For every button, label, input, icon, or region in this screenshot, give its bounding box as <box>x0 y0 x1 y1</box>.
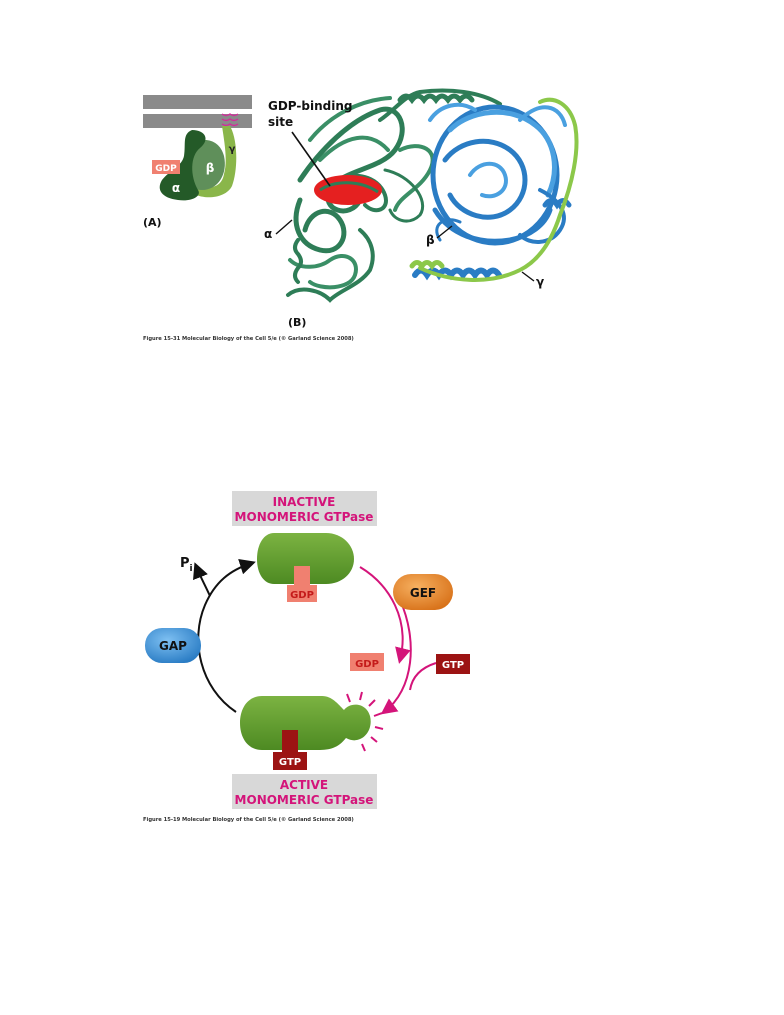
protein-structure: GDP-binding site α β γ (B) <box>264 91 577 330</box>
figure-2-caption: Figure 15-19 Molecular Biology of the Ce… <box>143 817 354 823</box>
released-gdp-label: GDP <box>355 659 379 670</box>
schematic-gdp-label: GDP <box>155 164 177 174</box>
figure-15-31: GDP α β γ (A) <box>143 91 577 343</box>
gamma-leader-line <box>522 272 534 281</box>
gdp-release-arrow <box>360 567 403 660</box>
active-gtpase-shape <box>240 696 371 750</box>
figure-1-caption: Figure 15-31 Molecular Biology of the Ce… <box>143 336 354 342</box>
beta-leader-line <box>437 226 452 238</box>
schematic-beta-label: β <box>206 161 215 175</box>
gdp-binding-site-label-line2: site <box>268 115 293 129</box>
inactive-title-line1: INACTIVE <box>273 495 336 509</box>
alpha-leader-line <box>276 220 292 234</box>
phosphate-label: Pi <box>180 556 193 574</box>
incoming-gtp-label: GTP <box>442 660 464 671</box>
panel-b-label: (B) <box>288 316 306 329</box>
gtp-entry-arrow <box>410 663 436 690</box>
bound-gdp-label: GDP <box>290 590 314 601</box>
structure-alpha-label: α <box>264 227 272 241</box>
schematic-gamma-label: γ <box>229 144 236 155</box>
structure-beta-label: β <box>426 233 435 247</box>
gtp-exchange-arrow <box>384 600 411 712</box>
bound-gtp-label: GTP <box>279 757 301 768</box>
structure-gamma-label: γ <box>536 275 544 289</box>
gef-label: GEF <box>410 586 436 600</box>
beta-subunit-ribbon <box>415 105 569 275</box>
active-title-line1: ACTIVE <box>280 778 328 792</box>
schematic-alpha-label: α <box>172 181 180 195</box>
panel-a-label: (A) <box>143 216 162 229</box>
gap-label: GAP <box>159 639 187 653</box>
figure-15-19: INACTIVE MONOMERIC GTPase GDP Pi GAP GEF… <box>143 491 470 823</box>
membrane-outer-leaflet <box>143 95 252 109</box>
gtp-hydrolysis-arrow <box>198 563 252 712</box>
pi-release-arrow <box>196 566 210 596</box>
active-title-line2: MONOMERIC GTPase <box>235 793 374 807</box>
bound-gdp-stem <box>294 566 310 588</box>
schematic-g-protein: GDP α β γ (A) <box>143 95 252 229</box>
inactive-title-line2: MONOMERIC GTPase <box>235 510 374 524</box>
gdp-binding-site-label-line1: GDP-binding <box>268 99 352 113</box>
